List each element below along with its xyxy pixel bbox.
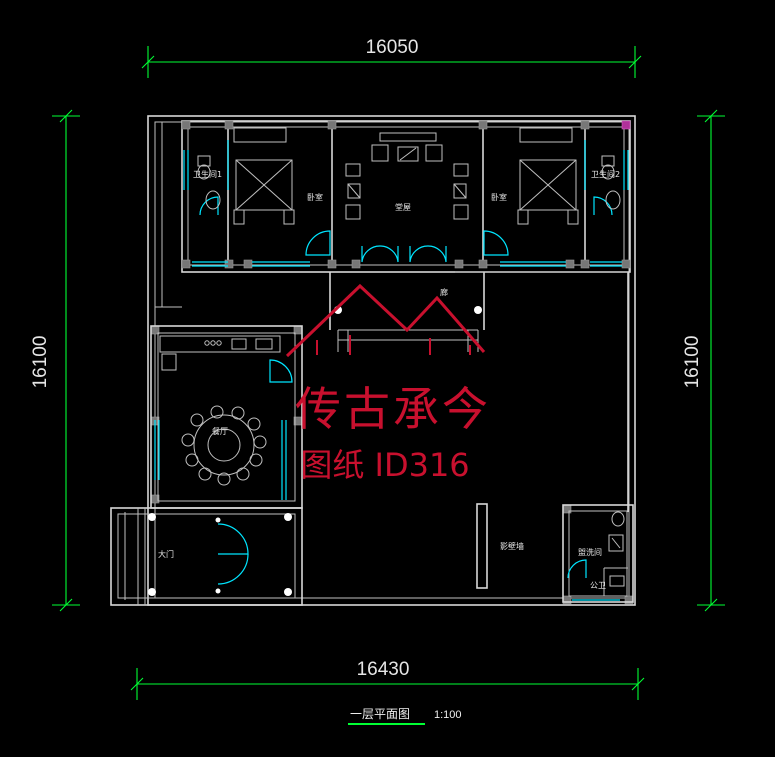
drawing-scale: 1:100 [434,709,462,721]
round-dining-table [181,405,267,486]
room-label-bath-left: 卫生间1 [193,169,222,179]
wash-room [562,504,634,603]
kitchen-counter [159,335,281,353]
dimension-right-label: 16100 [682,336,703,389]
room-label-wash-room: 盥洗间 [578,547,602,557]
room-label-bedroom-right: 卧室 [491,192,507,202]
hall-furniture [345,132,469,220]
drawing-title: 一层平面图 [350,707,410,721]
bedroom-furniture [233,127,579,225]
dimension-left [52,109,80,612]
room-label-dining: 餐厅 [212,427,228,436]
outer-walls [147,115,636,606]
main-gate [110,507,303,606]
north-wing-walls [155,120,631,512]
watermark-id: 图纸 ID316 [300,446,469,484]
dimension-left-label: 16100 [30,336,51,389]
columns [150,120,634,605]
room-label-screen-wall: 影壁墙 [500,541,524,551]
room-label-hall: 堂屋 [395,202,411,212]
room-label-gate: 大门 [158,549,174,559]
dining-room-walls [150,325,303,509]
dimension-top-label: 16050 [366,37,419,58]
bath-fixtures [197,155,621,210]
dimension-bottom-label: 16430 [357,659,410,680]
room-label-bedroom-left: 卧室 [307,192,323,202]
room-label-public-wc: 公卫 [590,581,606,590]
room-label-corridor: 廊 [440,287,448,297]
north-wing-windows [183,140,629,267]
dimension-top [141,46,642,78]
watermark-brand: 传古承今 [295,382,491,436]
watermark-logo [285,283,486,358]
dimension-bottom [130,668,645,700]
screen-wall-shape [476,503,488,589]
dimension-right [697,109,725,612]
room-label-bath-right: 卫生间2 [591,169,620,179]
